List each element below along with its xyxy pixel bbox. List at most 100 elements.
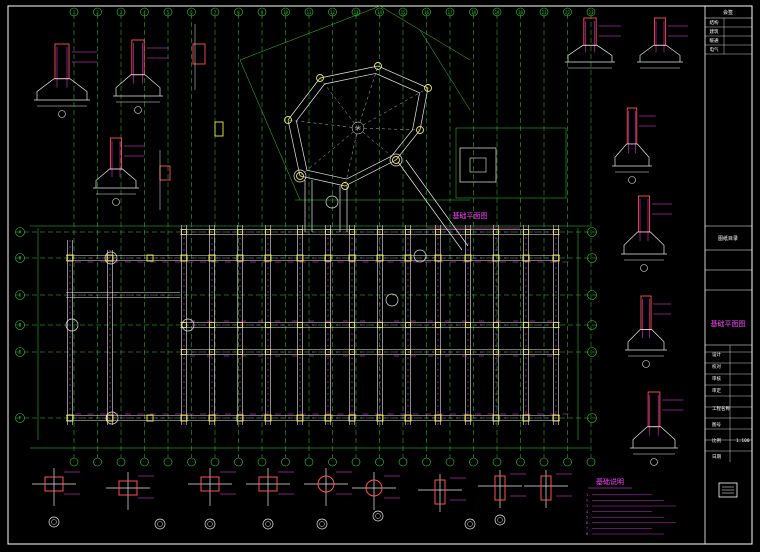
section-mark	[105, 411, 119, 425]
detail-mark	[642, 360, 650, 368]
axis-bubble-top	[281, 7, 290, 17]
footing-base	[614, 143, 650, 166]
footing-base	[36, 78, 88, 100]
column-section	[434, 479, 446, 505]
column-footing	[493, 229, 499, 235]
title-block-field-6: 图号	[712, 422, 721, 428]
axis-bubble-bottom	[93, 457, 102, 467]
axis-bubble-right	[587, 290, 597, 300]
column-footing	[208, 414, 216, 422]
title-stamp	[718, 482, 738, 498]
footing-base	[632, 426, 676, 448]
column-footing	[236, 414, 244, 422]
axis-bubble-top	[210, 7, 220, 17]
section-mark	[389, 153, 403, 167]
axis-bubble-right	[587, 253, 597, 263]
column-footing	[265, 229, 271, 235]
section-mark	[325, 195, 339, 209]
detail-mark	[494, 514, 506, 526]
column-footing	[237, 229, 243, 235]
column-footing	[492, 414, 500, 422]
column-footing	[492, 254, 500, 262]
column-footing	[296, 414, 304, 422]
axis-bubble-top	[351, 7, 361, 17]
column-footing	[349, 229, 355, 235]
octagon-column	[424, 84, 432, 92]
footing-details-right	[612, 107, 684, 466]
axis-bubble-bottom	[234, 457, 243, 467]
axis-bubble-left	[15, 253, 25, 263]
axis-number-top: 8	[237, 10, 240, 15]
axis-bubble-bottom	[187, 457, 196, 467]
axis-bubble-bottom	[422, 457, 431, 467]
column-footing	[377, 349, 383, 355]
title-block-field-3: 审核	[712, 375, 721, 382]
axis-bubble-top	[116, 7, 126, 17]
guide-line	[379, 5, 471, 61]
footing-base	[623, 231, 665, 254]
column-footing	[265, 349, 271, 355]
column-plan-detail	[214, 121, 224, 137]
column-footing	[404, 414, 412, 422]
axis-number-top: 2	[96, 10, 99, 15]
octagon-column	[392, 156, 400, 164]
notes-block: 基础说明 1.2.3.4.5.6.7.8.	[586, 477, 676, 536]
axis-bubble-bottom	[563, 457, 572, 467]
axis-number-top: 11	[307, 10, 312, 15]
title-block-mid-label: 图纸目录	[718, 235, 738, 242]
axis-number-top: 23	[589, 10, 594, 15]
column-footing	[324, 414, 332, 422]
column-section	[494, 475, 506, 501]
notes-line-number: 4.	[586, 510, 590, 514]
axis-bubble-top	[257, 7, 267, 17]
main-plan-title: 基础平面图	[453, 211, 488, 220]
axis-bubble-top	[163, 7, 173, 17]
column-footing	[553, 349, 559, 355]
axis-bubble-left	[15, 413, 25, 423]
column-footing	[209, 322, 215, 328]
column-section	[365, 479, 383, 497]
axis-bubble-left	[15, 347, 25, 357]
detail-mark	[48, 516, 60, 528]
column-section-details-bottom	[32, 468, 572, 530]
title-block-row-1: 结构	[710, 19, 719, 26]
octagon-center	[351, 121, 365, 135]
notes-line-number: 7.	[586, 527, 590, 531]
axis-bubble-bottom	[210, 457, 220, 467]
axis-bubble-top	[93, 7, 102, 17]
column-footing	[348, 414, 356, 422]
column-footing	[324, 254, 332, 262]
footing-base	[627, 329, 665, 350]
column-footing	[435, 349, 441, 355]
axis-bubble-bottom	[257, 457, 267, 467]
axis-letter-left: E	[19, 350, 22, 356]
axis-bubble-top	[445, 7, 455, 17]
axis-bubble-top	[140, 7, 149, 17]
column-footing	[237, 349, 243, 355]
column-footing	[435, 322, 441, 328]
axis-bubble-bottom	[398, 457, 408, 467]
column-footing	[523, 229, 529, 235]
axis-bubble-top	[375, 7, 384, 17]
axis-bubble-top	[187, 7, 196, 17]
title-block-field-1: 设计	[712, 351, 721, 358]
octagon-column	[341, 182, 349, 190]
guide-line	[419, 29, 471, 111]
title-block-field-7: 比例	[712, 437, 721, 444]
column-footing	[325, 229, 331, 235]
column-section	[258, 476, 278, 492]
column-plan-detail	[159, 165, 171, 181]
column-footing	[493, 322, 499, 328]
column-section	[118, 480, 138, 496]
axis-number-top: 5	[167, 10, 170, 15]
column-footing	[297, 229, 303, 235]
column-footing	[464, 414, 472, 422]
column-footing	[464, 254, 472, 262]
axis-number-top: 12	[330, 10, 335, 15]
detail-mark	[154, 518, 166, 530]
axis-bubble-bottom	[375, 457, 384, 467]
title-block-field-5: 工程名称	[712, 405, 730, 412]
title-block-field-2: 校对	[712, 363, 721, 370]
notes-title: 基础说明	[596, 477, 624, 486]
column-footing	[434, 414, 442, 422]
